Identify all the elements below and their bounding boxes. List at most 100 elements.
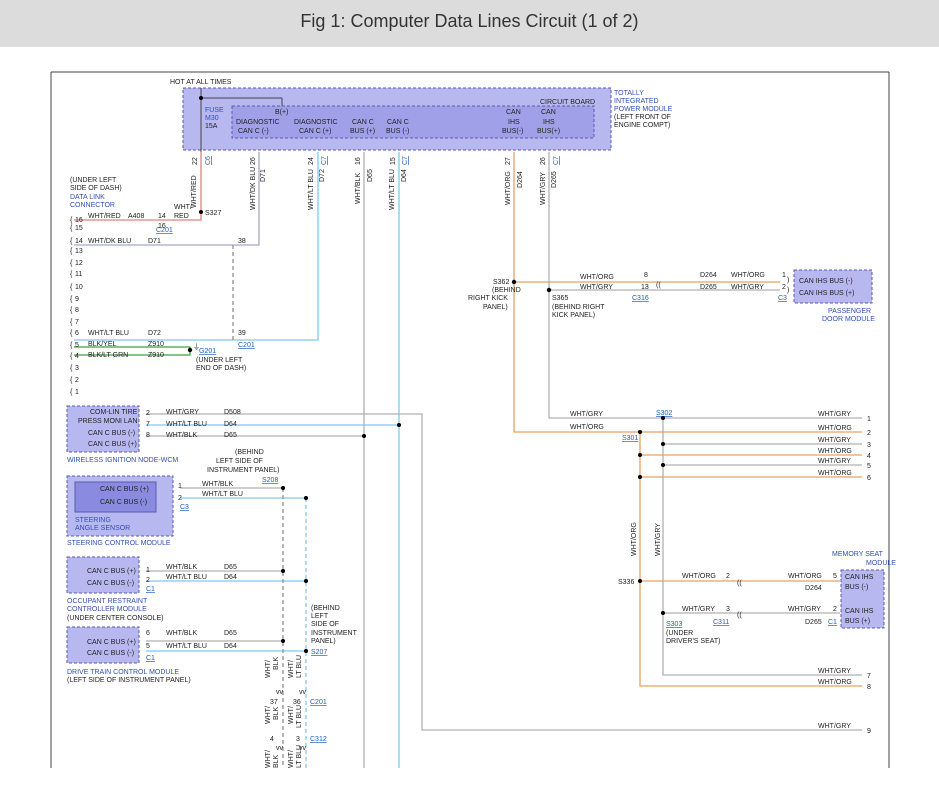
s303-label: S303 (666, 621, 682, 628)
figure-title: Fig 1: Computer Data Lines Circuit (1 of… (300, 11, 639, 31)
s365-label: S365 (552, 295, 568, 302)
s207-loc-5: PANEL) (311, 638, 336, 645)
fuse-id: M30 (205, 115, 219, 122)
dlc-pin-bracket-8: { (70, 307, 73, 314)
hot-label: HOT AT ALL TIMES (170, 79, 232, 86)
dlc-pin-9: 9 (75, 296, 79, 303)
dlc-red: RED (174, 213, 189, 220)
bottom-connectors: WHT/ BLK WHT/ LT BLU vv vv 37 36 C201 WH… (265, 655, 327, 768)
tipm-module: HOT AT ALL TIMES TOTALLY INTEGRATED POWE… (170, 79, 673, 210)
scm-c3: C3 (180, 504, 189, 511)
vwire-wht-ltblu-1: WHT/LT BLU (308, 169, 315, 210)
scm-sensor-box (74, 481, 157, 513)
ms-c311: C311 (713, 619, 729, 626)
dlc-pin-10: 10 (75, 284, 83, 291)
pd-conn-a: (( (656, 282, 661, 289)
scm-wire-1: WHT/BLK (202, 481, 233, 488)
tipm-pin-4-l1: CAN C (387, 119, 409, 126)
r-row-3-num: 3 (867, 442, 871, 449)
wcm-wire-3-id: D65 (224, 432, 237, 439)
pd-c316: C316 (632, 295, 649, 302)
title-bar: Fig 1: Computer Data Lines Circuit (1 of… (0, 0, 939, 47)
dtcm-wire-1-color: WHT/BLK (166, 630, 197, 637)
tipm-pin-5-l3: BUS(-) (502, 128, 523, 135)
dlc-pin-bracket-12: { (70, 260, 73, 267)
vwire-wht-org: WHT/ORG (505, 171, 512, 205)
scm-pin-2: 2 (178, 495, 182, 502)
tipm-pin-6-l2: IHS (543, 119, 555, 126)
fuse-label: FUSE (205, 107, 224, 114)
dlc-pin-6: 6 (75, 330, 79, 337)
dtcm-name: DRIVE TRAIN CONTROL MODULE (67, 669, 179, 676)
wcm-label-2: PRESS MONI LAN (78, 418, 138, 425)
wcm-label-3: CAN C BUS (-) (88, 430, 135, 437)
dlc-row-2-color: WHT/DK BLU (88, 238, 131, 245)
s207-label: S207 (311, 649, 327, 656)
b-ltblu-3: LT BLU (296, 745, 303, 768)
scm-label-1: CAN C BUS (+) (100, 486, 149, 493)
vwire-wht-dkblu: WHT/DK BLU (250, 167, 257, 210)
b-blk-3: BLK (273, 754, 280, 768)
ms-label-1b: BUS (-) (845, 584, 868, 591)
ms-row-2-id: D265 (805, 619, 822, 626)
pd-name-1: PASSENGER (828, 308, 871, 315)
dlc-pin-11: 11 (75, 271, 82, 278)
pd-row-1-color2: WHT/ORG (731, 272, 765, 279)
dlc-pin-bracket-3: { (70, 365, 73, 372)
s303-loc-2: DRIVER'S SEAT) (666, 638, 721, 645)
tipm-name-3: POWER MODULE (614, 106, 673, 113)
orc-wire-1-color: WHT/BLK (166, 564, 197, 571)
dtcm-label-1: CAN C BUS (+) (87, 639, 136, 646)
ms-row-2-num: 3 (726, 606, 730, 613)
r-row-9-num: 9 (867, 728, 871, 735)
pin-26a: 26 (250, 157, 257, 165)
r-row-2-num: 2 (867, 430, 871, 437)
s208-loc-1: (BEHIND (235, 449, 264, 456)
drive-train-control-module: CAN C BUS (+) CAN C BUS (-) 6 5 WHT/BLK … (66, 605, 358, 684)
dlc-wht: WHT/ (174, 204, 192, 211)
pd-label-2: CAN IHS BUS (+) (799, 290, 854, 297)
ms-label-2a: CAN IHS (845, 608, 874, 615)
dlc-name-2: CONNECTOR (70, 202, 115, 209)
vwire-d64: D64 (401, 169, 408, 182)
ms-c1: C1 (828, 619, 837, 626)
pd-row-2-pin: 2 (782, 284, 786, 291)
r-row-3-color: WHT/GRY (818, 437, 851, 444)
vwire-wht-ltblu-2: WHT/LT BLU (389, 169, 396, 210)
dlc-row-1-id: A408 (128, 213, 144, 220)
pin-15: 15 (390, 157, 397, 165)
wcm-label-1: COM-LIN TIRE (90, 409, 138, 416)
dlc-row-2-num: 38 (238, 238, 246, 245)
dtcm-wire-2-color: WHT/LT BLU (166, 643, 207, 650)
conn-c7-a: C7 (321, 156, 328, 165)
dtcm-c1: C1 (146, 655, 155, 662)
vwire-d265: D265 (551, 171, 558, 188)
r-row-2-color: WHT/ORG (818, 425, 852, 432)
ms-row-1-num: 2 (726, 573, 730, 580)
dlc-pin-bracket-16: { (70, 217, 73, 224)
ms-box (840, 569, 885, 629)
ms-label-2b: BUS (+) (845, 618, 870, 625)
dlc-pin-5: 5 (75, 342, 79, 349)
circuit-board-box (231, 105, 595, 139)
pin-26b: 26 (540, 157, 547, 165)
ms-label-1a: CAN IHS (845, 574, 874, 581)
vwire-wht-red: WHT/RED (191, 175, 198, 208)
g201-label: G201 (199, 348, 216, 355)
b-wht-5: WHT/ (265, 750, 272, 768)
dlc-pin-8: 8 (75, 307, 79, 314)
b-ltblu-1: LT BLU (296, 655, 303, 678)
pd-row-2-color: WHT/GRY (580, 284, 613, 291)
dtcm-wire-2-id: D64 (224, 643, 237, 650)
scm-label-2: CAN C BUS (-) (100, 499, 147, 506)
b-n36: 36 (293, 699, 301, 706)
wcm-wire-2-color: WHT/LT BLU (166, 421, 207, 428)
dlc-pin-1: 1 (75, 389, 79, 396)
r-vert-org: WHT/ORG (631, 522, 638, 556)
tipm-name-2: INTEGRATED (614, 98, 659, 105)
r-row-6-num: 6 (867, 475, 871, 482)
dtcm-box (66, 626, 140, 664)
pd-conn-b: ) (787, 277, 789, 284)
dlc-row-3-color: WHT/LT BLU (88, 330, 129, 337)
